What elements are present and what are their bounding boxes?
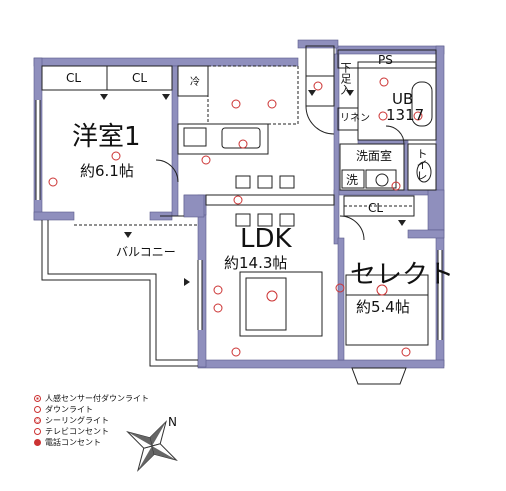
toilet-name: トイレ xyxy=(415,148,428,181)
closet-arrows xyxy=(100,90,406,286)
legend-item: 電話コンセント xyxy=(34,437,149,448)
sensor-downlight-icon xyxy=(34,395,41,402)
western-room-name: 洋室1 xyxy=(72,122,141,152)
legend-item: 人感センサー付ダウンライト xyxy=(34,393,149,404)
closet-label-top-left: CL xyxy=(66,71,82,85)
legend-item: シーリングライト xyxy=(34,415,149,426)
ldk-name: LDK xyxy=(240,224,292,254)
closet-label-top-right: CL xyxy=(132,71,148,85)
washer-label: 洗 xyxy=(346,173,359,187)
ps-label: PS xyxy=(378,53,393,67)
legend-item: テレビコンセント xyxy=(34,426,149,437)
ldk-area: 約14.3帖 xyxy=(224,254,288,272)
ub-size: 1317 xyxy=(386,106,425,124)
linen-label: リネン xyxy=(340,113,370,124)
select-room-area: 約5.4帖 xyxy=(356,298,410,316)
western-room-area: 約6.1帖 xyxy=(80,162,134,180)
phone-outlet-icon xyxy=(34,439,41,446)
balcony-name: バルコニー xyxy=(116,245,176,259)
legend-item: ダウンライト xyxy=(34,404,149,415)
tv-outlet-icon xyxy=(34,428,41,435)
ub-name: UB xyxy=(392,90,414,108)
electrical-symbols xyxy=(48,77,423,357)
fridge-label: 冷 xyxy=(190,77,200,88)
compass-icon xyxy=(126,420,178,472)
select-room-name: セレクト xyxy=(350,260,455,290)
closet-label-right: CL xyxy=(368,201,384,215)
shoebox-label: 下足入 xyxy=(339,62,352,95)
interior-lines xyxy=(35,45,443,385)
compass-north-label: N xyxy=(168,415,177,429)
washroom-name: 洗面室 xyxy=(356,149,393,163)
ceiling-light-icon xyxy=(34,417,41,424)
downlight-icon xyxy=(34,406,41,413)
legend: 人感センサー付ダウンライト ダウンライト シーリングライト テレビコンセント 電… xyxy=(34,393,149,448)
